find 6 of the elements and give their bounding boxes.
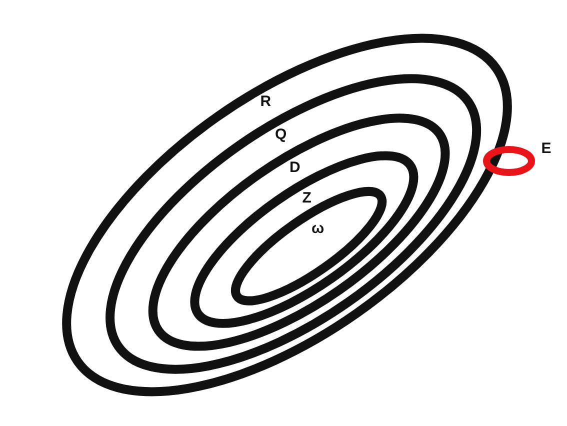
set-label: Q	[274, 127, 287, 144]
set-label: R	[260, 94, 271, 110]
set-label: E	[541, 141, 552, 157]
set-label: D	[290, 160, 300, 176]
set-label: ω	[312, 220, 324, 237]
set-label: Z	[302, 190, 312, 206]
